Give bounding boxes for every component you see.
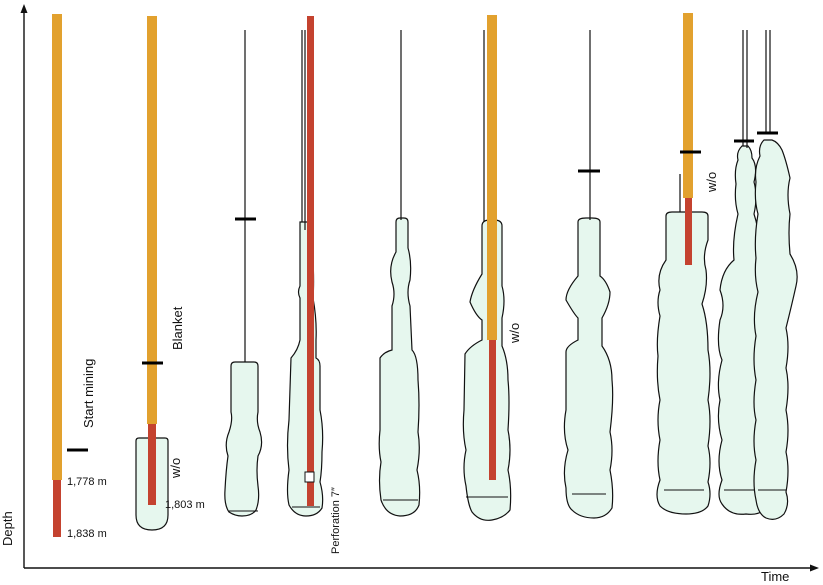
depth-label-1778: 1,778 m [67, 476, 107, 488]
blanket-label: Blanket [170, 306, 185, 350]
wo-label-1: w/o [168, 458, 183, 479]
tubing-6 [487, 15, 497, 340]
y-axis-arrowhead [20, 4, 28, 13]
x-axis-label: Time [761, 569, 789, 584]
liner-8 [685, 198, 692, 265]
cavern-10 [753, 139, 798, 520]
stage-3 [224, 30, 263, 517]
stage-4-perforation: Perforation 7″ [286, 16, 342, 554]
stage-2-blanket: Blanket w/o 1,803 m [135, 16, 205, 531]
stage-7 [563, 30, 614, 519]
stage-8: w/o [656, 13, 719, 515]
liner-6 [489, 340, 496, 480]
perforation-label: Perforation 7″ [330, 487, 342, 554]
liner-4 [307, 16, 314, 506]
stage-6: w/o [462, 15, 522, 521]
perforation-marker [304, 471, 315, 483]
cavern-3 [224, 361, 263, 517]
tubing-8 [683, 13, 693, 198]
stage-10 [753, 30, 798, 520]
cavern-5 [378, 217, 421, 517]
wo-label-3: w/o [704, 172, 719, 193]
liner-1 [53, 480, 61, 537]
y-axis-label: Depth [0, 511, 15, 546]
start-mining-label: Start mining [81, 359, 96, 428]
axes: Depth Time [0, 4, 819, 584]
cavern-7 [563, 217, 614, 519]
wo-label-2: w/o [507, 323, 522, 344]
depth-label-1803: 1,803 m [165, 499, 205, 511]
x-axis-arrowhead [810, 564, 819, 572]
liner-2 [148, 424, 156, 505]
tubing-2 [147, 16, 157, 424]
depth-label-1838: 1,838 m [67, 528, 107, 540]
tubing-1 [52, 14, 62, 480]
cavern-8 [656, 211, 711, 515]
stage-5 [378, 30, 421, 517]
stage-1-start-mining: Start mining 1,778 m 1,838 m [52, 14, 107, 540]
cavern-6 [462, 219, 512, 521]
